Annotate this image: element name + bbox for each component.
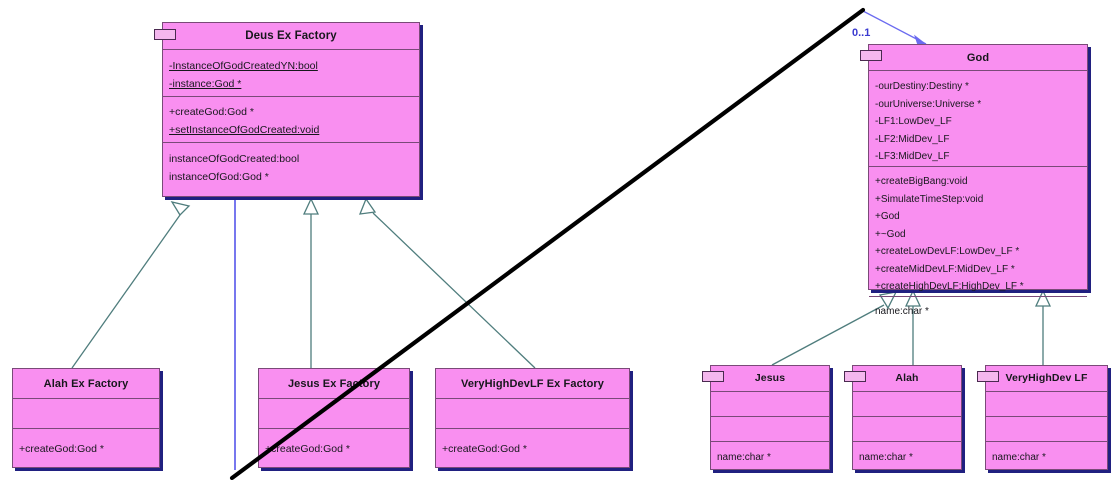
- class-title: Alah Ex Factory: [43, 378, 129, 390]
- class-title: Jesus: [754, 372, 786, 384]
- operation-row: +createGod:God *: [169, 106, 254, 118]
- extra-compartment: name:char *: [869, 296, 1087, 321]
- attributes-compartment: -ourDestiny:Destiny * -ourUniverse:Unive…: [869, 70, 1087, 166]
- class-box-veryhighdev-lf[interactable]: VeryHighDev LF name:char *: [977, 365, 1108, 470]
- generalization-vhdlf-factory-to-deus: [358, 197, 536, 369]
- extra-row: instanceOfGod:God *: [169, 170, 269, 183]
- class-box-deus-ex-factory[interactable]: Deus Ex Factory -InstanceOfGodCreatedYN:…: [154, 22, 420, 197]
- generalization-jesus-factory-to-deus: [302, 197, 320, 368]
- operations-compartment: +createGod:God *: [13, 428, 159, 457]
- class-box-god[interactable]: God -ourDestiny:Destiny * -ourUniverse:U…: [860, 44, 1088, 317]
- operations-compartment: +createGod:God *: [436, 428, 629, 457]
- operation-row: +createGod:God *: [265, 443, 350, 455]
- multiplicity-label: 0..1: [852, 27, 871, 39]
- class-tab-icon: [860, 50, 882, 61]
- class-title: Jesus Ex Factory: [287, 378, 381, 390]
- class-title: VeryHighDev LF: [1005, 372, 1088, 384]
- extra-row: instanceOfGodCreated:bool: [169, 153, 300, 165]
- class-box-veryhighdevlf-ex-factory[interactable]: VeryHighDevLF Ex Factory +createGod:God …: [435, 368, 630, 468]
- extra-row: name:char *: [992, 452, 1046, 463]
- class-title: God: [966, 52, 990, 64]
- class-tab-icon: [154, 29, 176, 40]
- operations-compartment: +createGod:God * +setInstanceOfGodCreate…: [163, 96, 419, 142]
- attributes-compartment: -InstanceOfGodCreatedYN:bool -instance:G…: [163, 49, 419, 96]
- class-box-jesus[interactable]: Jesus name:char *: [702, 365, 830, 470]
- operation-row: +createBigBang:void: [875, 176, 968, 187]
- extra-compartment: name:char *: [986, 441, 1107, 465]
- class-title: Deus Ex Factory: [245, 30, 337, 42]
- class-tab-icon: [977, 371, 999, 382]
- extra-row: name:char *: [717, 452, 771, 463]
- attribute-row: -ourUniverse:Universe *: [875, 98, 982, 110]
- class-title: Alah: [895, 372, 919, 384]
- attributes-compartment: [711, 391, 829, 416]
- operations-compartment: [853, 416, 961, 441]
- operation-row: +God: [875, 211, 900, 222]
- attributes-compartment: [853, 391, 961, 416]
- operation-row: +createGod:God *: [442, 443, 527, 455]
- operations-compartment: [986, 416, 1107, 441]
- operations-compartment: +createGod:God *: [259, 428, 409, 457]
- operation-row: +createHighDevLF:HighDev_LF *: [875, 281, 1024, 292]
- extra-compartment: instanceOfGodCreated:bool instanceOfGod:…: [163, 142, 419, 186]
- attribute-row: -LF3:MidDev_LF: [875, 151, 950, 162]
- operation-row: +createGod:God *: [19, 443, 104, 455]
- operations-compartment: +createBigBang:void +SimulateTimeStep:vo…: [869, 166, 1087, 296]
- attribute-row: -LF2:MidDev_LF: [875, 133, 950, 145]
- extra-compartment: name:char *: [711, 441, 829, 465]
- class-box-jesus-ex-factory[interactable]: Jesus Ex Factory +createGod:God *: [258, 368, 410, 468]
- operation-row: +createLowDevLF:LowDev_LF *: [875, 246, 1020, 257]
- attributes-compartment: [13, 398, 159, 428]
- extra-row: name:char *: [875, 306, 929, 317]
- class-title: VeryHighDevLF Ex Factory: [460, 378, 604, 390]
- operation-row: +setInstanceOfGodCreated:void: [169, 123, 320, 136]
- attribute-row: -LF1:LowDev_LF: [875, 116, 952, 127]
- attribute-row: -instance:God *: [169, 77, 242, 90]
- generalization-alah-factory-to-deus: [71, 201, 191, 369]
- attributes-compartment: [986, 391, 1107, 416]
- class-tab-icon: [844, 371, 866, 382]
- operation-row: +~God: [875, 228, 906, 240]
- attributes-compartment: [436, 398, 629, 428]
- attributes-compartment: [259, 398, 409, 428]
- class-box-alah[interactable]: Alah name:char *: [844, 365, 962, 470]
- extra-row: name:char *: [859, 452, 913, 463]
- operation-row: +SimulateTimeStep:void: [875, 193, 984, 205]
- operations-compartment: [711, 416, 829, 441]
- extra-compartment: name:char *: [853, 441, 961, 465]
- class-tab-icon: [702, 371, 724, 382]
- operation-row: +createMidDevLF:MidDev_LF *: [875, 263, 1015, 275]
- attribute-row: -ourDestiny:Destiny *: [875, 81, 969, 92]
- class-box-alah-ex-factory[interactable]: Alah Ex Factory +createGod:God *: [12, 368, 160, 468]
- attribute-row: -InstanceOfGodCreatedYN:bool: [169, 60, 318, 72]
